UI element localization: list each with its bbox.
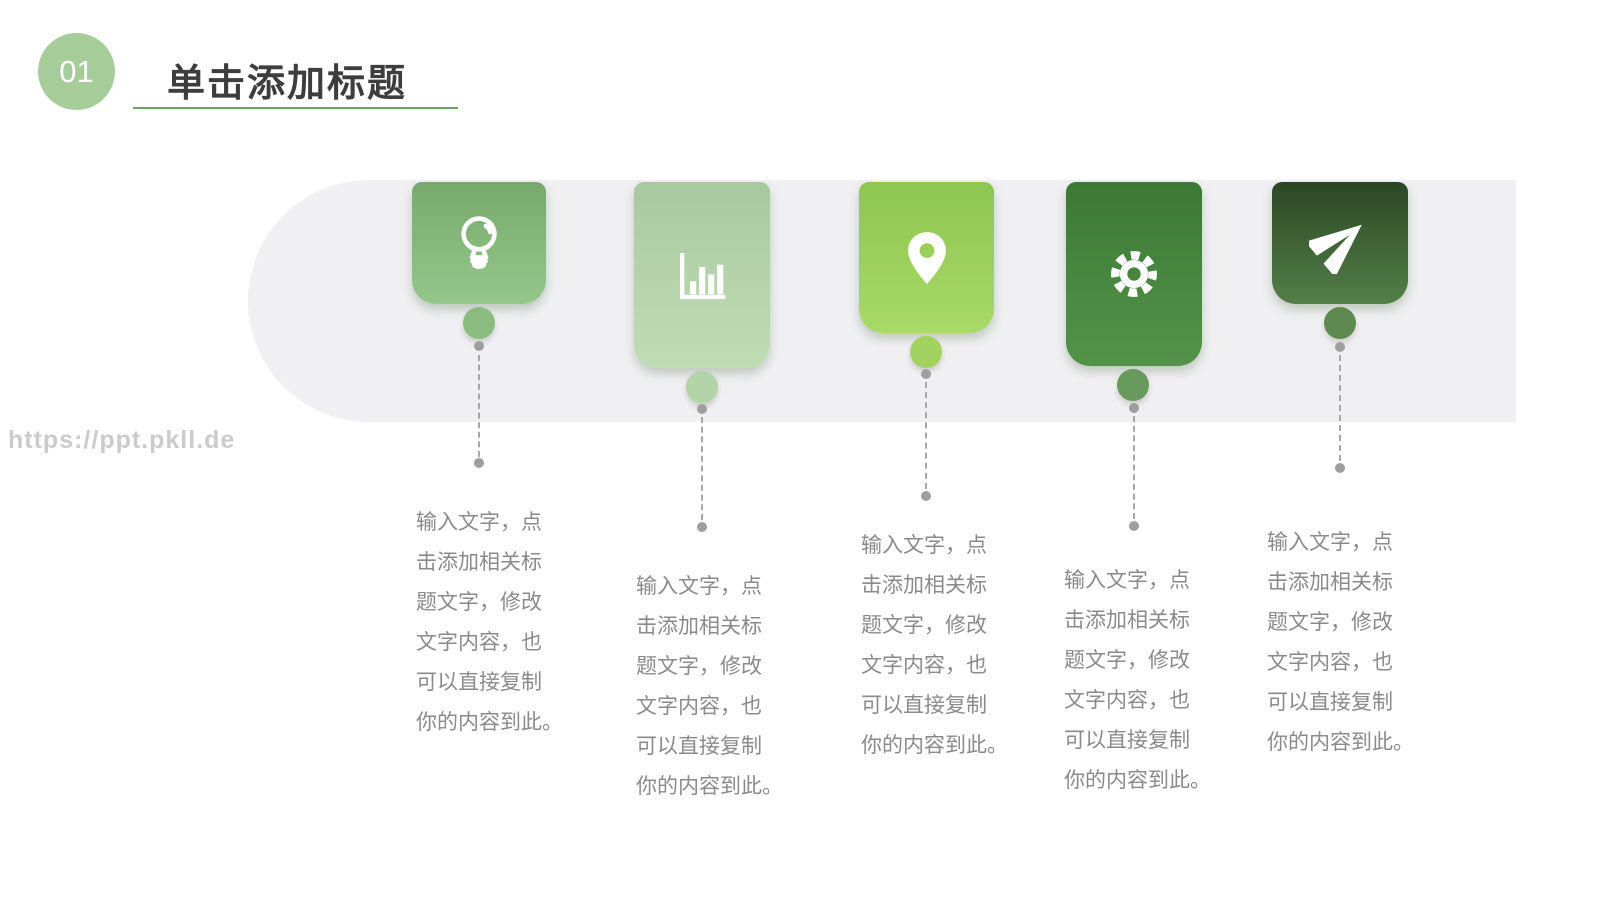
- connector-dot: [1129, 521, 1139, 531]
- step-dot-2: [686, 371, 718, 403]
- connector-dot: [697, 522, 707, 532]
- step-text-3: 输入文字，点 击添加相关标 题文字，修改 文字内容，也 可以直接复制 你的内容到…: [861, 534, 1008, 757]
- gear-icon: [1102, 242, 1166, 306]
- lightbulb-icon: [446, 210, 512, 276]
- step-card-1: [412, 182, 546, 304]
- step-text-5: 输入文字，点 击添加相关标 题文字，修改 文字内容，也 可以直接复制 你的内容到…: [1267, 531, 1414, 754]
- connector-dot: [1335, 463, 1345, 473]
- title-underline: [133, 107, 458, 109]
- step-dot-1: [463, 307, 495, 339]
- connector-dashed-line: [1133, 416, 1135, 519]
- paper-plane-icon: [1309, 212, 1371, 274]
- step-card-3: [859, 182, 994, 333]
- connector-dot: [1335, 342, 1345, 352]
- step-card-4: [1066, 182, 1202, 366]
- connector-dot: [921, 491, 931, 501]
- step-dot-5: [1324, 307, 1356, 339]
- connector-dashed-line: [1339, 355, 1341, 461]
- step-dot-4: [1117, 369, 1149, 401]
- connector-dot: [697, 404, 707, 414]
- connector-dot: [474, 458, 484, 468]
- step-text-4: 输入文字，点 击添加相关标 题文字，修改 文字内容，也 可以直接复制 你的内容到…: [1064, 569, 1211, 792]
- section-number: 01: [59, 53, 94, 89]
- step-text-2: 输入文字，点 击添加相关标 题文字，修改 文字内容，也 可以直接复制 你的内容到…: [636, 575, 783, 798]
- connector-dashed-line: [925, 382, 927, 489]
- page-title: 单击添加标题: [167, 63, 408, 105]
- location-pin-icon: [894, 225, 960, 291]
- connector-dot: [921, 369, 931, 379]
- section-number-badge: 01: [38, 33, 115, 110]
- connector-dot: [474, 341, 484, 351]
- bar-chart-icon: [667, 240, 737, 310]
- step-dot-3: [910, 336, 942, 368]
- watermark-url: https://ppt.pkll.de: [8, 426, 236, 454]
- step-card-2: [634, 182, 770, 368]
- connector-dashed-line: [478, 355, 480, 457]
- step-text-1: 输入文字，点 击添加相关标 题文字，修改 文字内容，也 可以直接复制 你的内容到…: [416, 511, 563, 734]
- step-card-5: [1272, 182, 1408, 304]
- connector-dashed-line: [701, 417, 703, 520]
- connector-dot: [1129, 403, 1139, 413]
